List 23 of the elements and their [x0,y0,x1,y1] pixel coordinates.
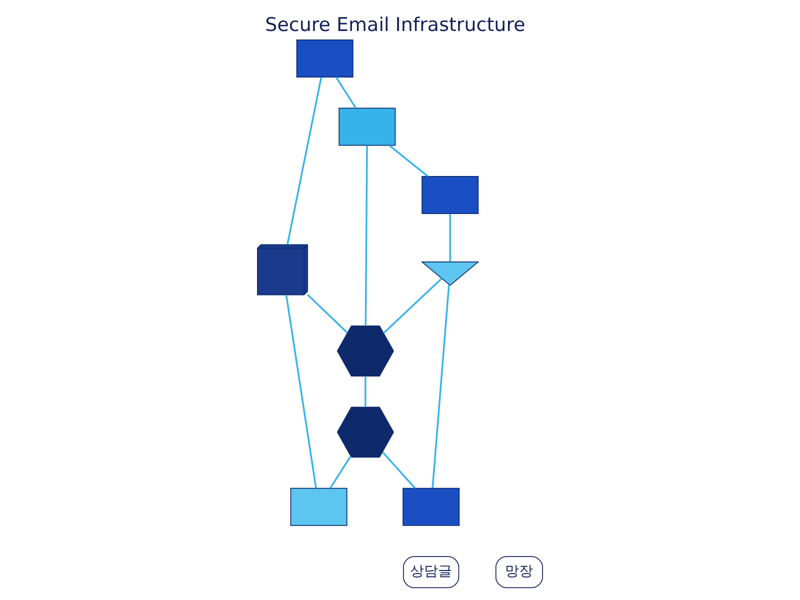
connector [388,144,428,177]
label: 상담글 [410,563,452,580]
connector [307,294,348,334]
node-hexagon [336,325,394,376]
connector [364,376,366,407]
connector [449,214,451,262]
node-envelope [420,262,480,286]
node-hexagon [336,406,394,458]
node-box [338,108,396,146]
label: 망장 [505,563,534,580]
node-box [290,488,348,526]
connector [335,76,357,109]
connector [329,456,352,489]
node-box [422,176,479,214]
connector [364,145,368,326]
diagram-title: Secure Email Infrastructure [265,14,526,36]
node-box [402,488,460,526]
connector [383,278,442,334]
connector [432,284,450,488]
node-box [296,40,354,78]
connector [286,77,322,245]
connector [285,294,317,488]
connector [382,452,416,489]
